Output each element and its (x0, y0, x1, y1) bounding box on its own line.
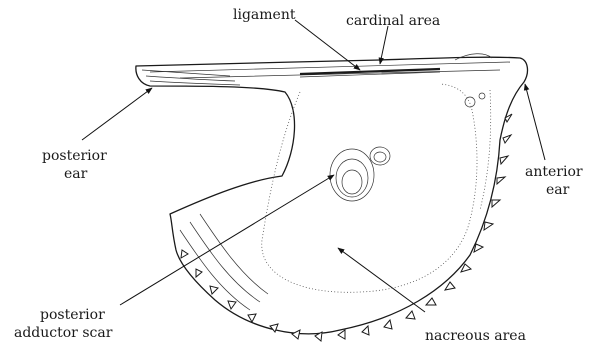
shell-outline (136, 57, 528, 334)
label-cardinal-area: cardinal area (346, 13, 440, 29)
label-posterior-adductor-1: posterior (40, 307, 105, 323)
label-anterior-ear-1: anterior (525, 164, 583, 180)
label-posterior-ear-2: ear (64, 166, 88, 182)
label-ligament: ligament (233, 7, 296, 23)
cardinal-area-arrow (380, 26, 388, 64)
label-posterior-ear-1: posterior (42, 148, 107, 164)
label-posterior-adductor-2: adductor scar (14, 325, 113, 341)
label-nacreous-area: nacreous area (425, 328, 526, 344)
posterior-ear-arrow (82, 88, 152, 140)
label-anterior-ear-2: ear (546, 182, 570, 198)
anterior-ear-arrow (525, 84, 545, 160)
